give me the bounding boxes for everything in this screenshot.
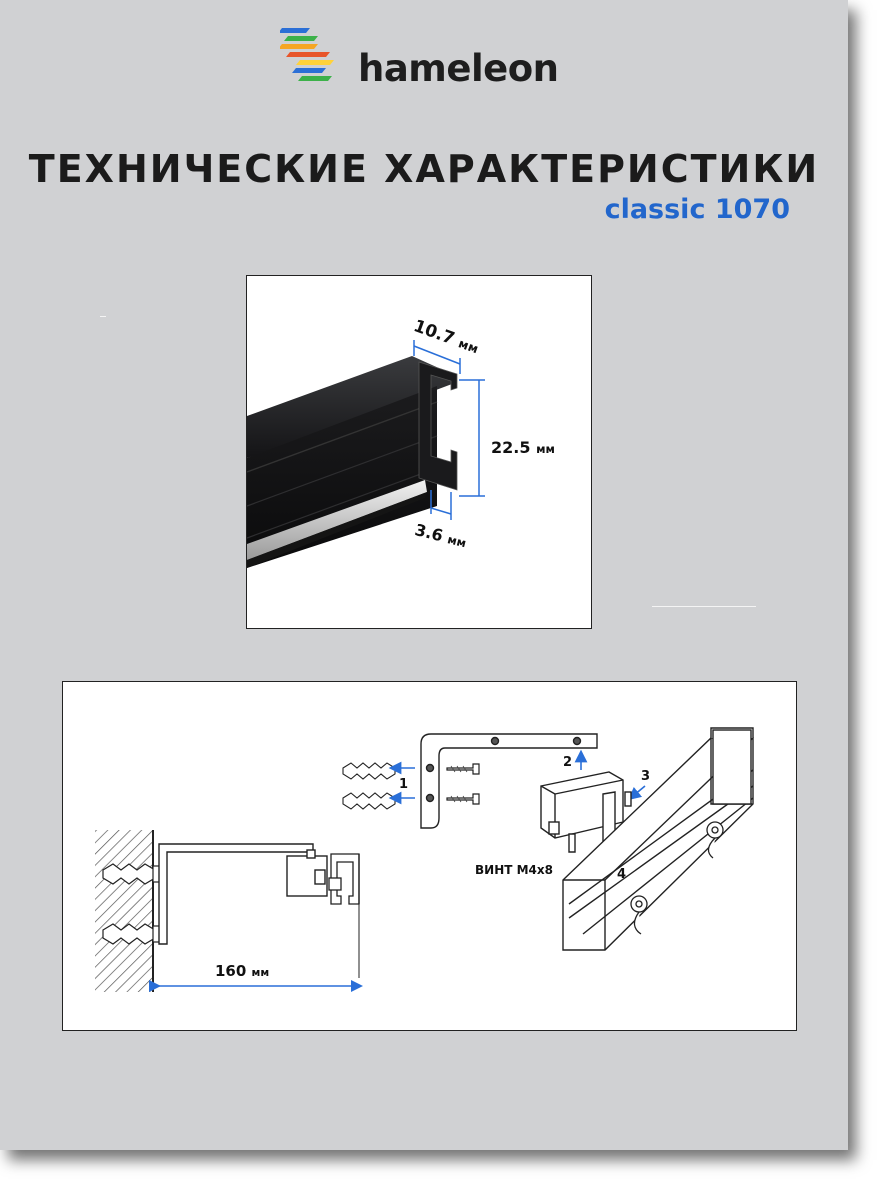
logo-stripe [280, 28, 310, 33]
model-name: classic 1070 [604, 194, 790, 225]
brand-name: hameleon [358, 47, 559, 90]
rail-profile-drawing [247, 340, 485, 568]
step-2-label: 2 [563, 755, 573, 770]
step-3-label: 3 [641, 769, 651, 784]
page-title: ТЕХНИЧЕСКИЕ ХАРАКТЕРИСТИКИ [28, 147, 820, 191]
step-1-label: 1 [399, 777, 409, 792]
bracket-side-view [158, 843, 328, 945]
spec-sheet: hameleon ТЕХНИЧЕСКИЕ ХАРАКТЕРИСТИКИ clas… [0, 0, 848, 1150]
rail-front-face [247, 386, 437, 568]
distance-dimension-label: 160 мм [215, 964, 269, 979]
mounting-instructions-panel: 1 2 3 4 ВИНТ М4х8 160 мм [62, 681, 797, 1031]
logo-stripe [296, 60, 334, 65]
wall-dowels [102, 863, 166, 945]
height-unit: мм [536, 442, 555, 456]
rail-end-profile [418, 361, 458, 491]
brand-logo: hameleon [280, 22, 600, 92]
rail-end-view [328, 853, 360, 905]
screws-exploded [446, 763, 480, 805]
rail-hooks [630, 821, 724, 935]
height-value: 22.5 [491, 438, 531, 457]
step-4-label: 4 [617, 867, 627, 882]
decorative-line [652, 606, 756, 607]
profile-dimensions-panel: 10.7 мм 22.5 мм 3.6 мм [246, 275, 592, 629]
dowels-exploded [342, 762, 396, 810]
l-bracket-exploded [420, 733, 598, 829]
rail-top-face [247, 356, 452, 458]
wall-section [95, 830, 154, 992]
distance-value: 160 [215, 962, 247, 980]
logo-stripe [284, 36, 318, 41]
logo-stripe [292, 68, 326, 73]
screw-label: ВИНТ М4х8 [475, 863, 553, 877]
decorative-line [100, 316, 106, 317]
mounting-drawing [95, 727, 754, 992]
hameleon-stripes-icon [280, 28, 334, 81]
logo-stripe [298, 76, 332, 81]
distance-unit: мм [251, 966, 270, 979]
logo-stripe [280, 44, 318, 49]
rail-installed [562, 727, 754, 951]
rail-light-lip [247, 480, 427, 560]
height-dimension-label: 22.5 мм [491, 440, 555, 456]
logo-stripe [286, 52, 330, 57]
